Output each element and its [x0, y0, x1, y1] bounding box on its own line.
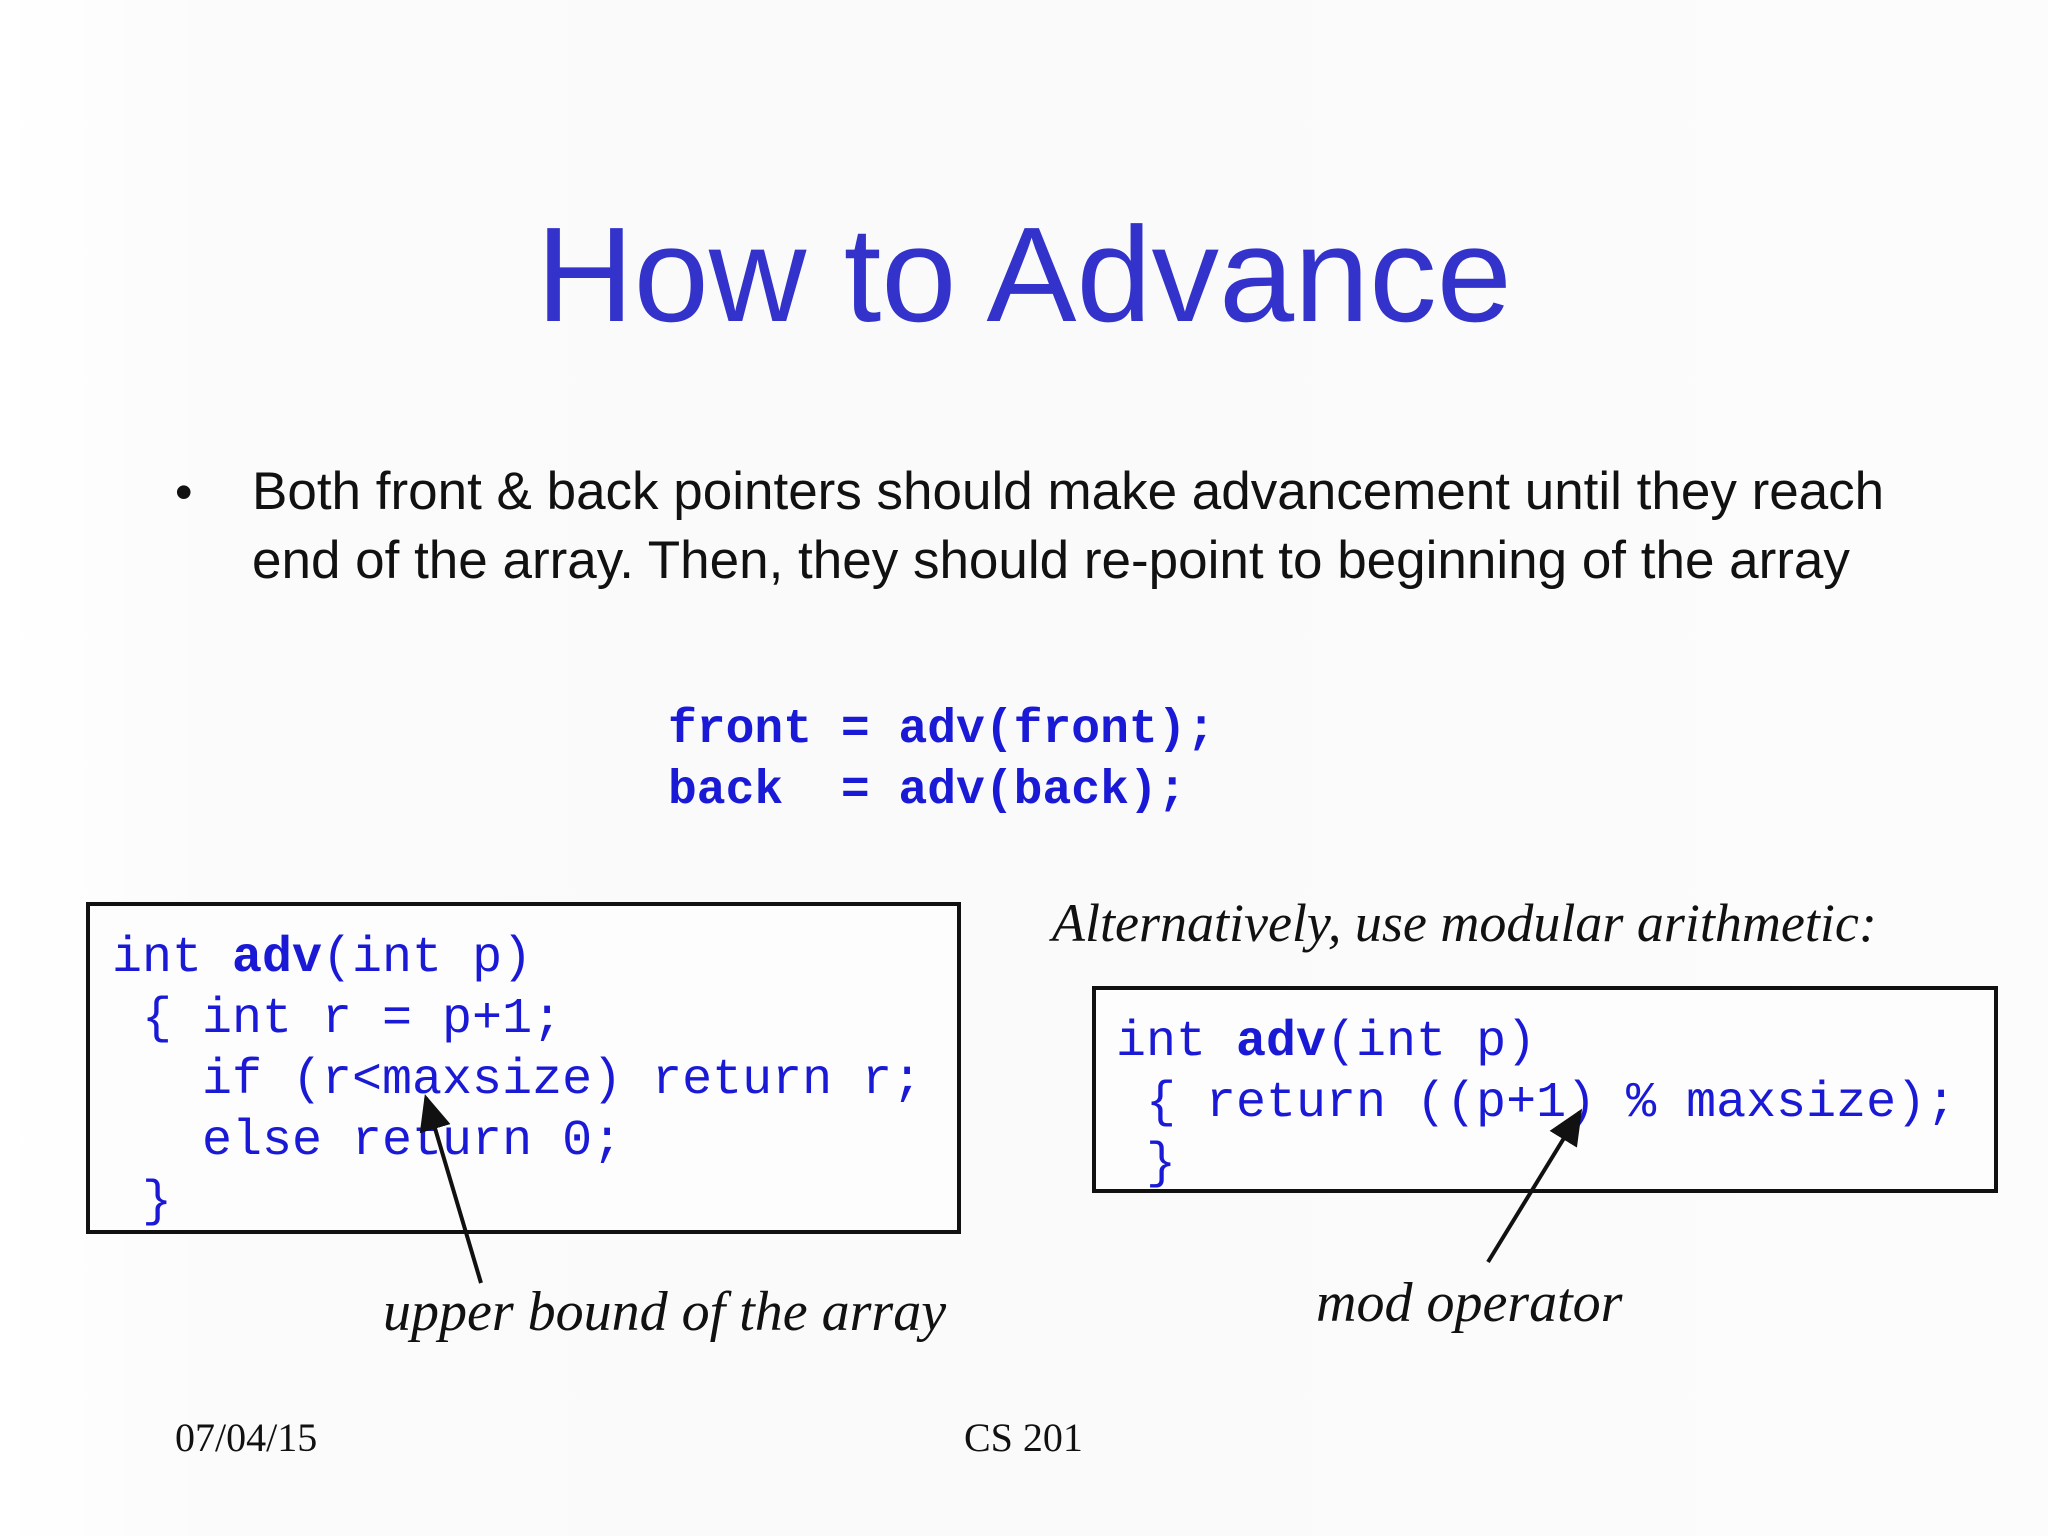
- call-code-line-front: front = adv(front);: [668, 703, 1216, 757]
- code-box-adv-if-else: int adv(int p) { int r = p+1; if (r<maxs…: [86, 902, 961, 1234]
- code-line: }: [1116, 1136, 1177, 1193]
- code-function-name: adv: [1236, 1014, 1327, 1071]
- bullet-icon: •: [175, 464, 193, 520]
- code-line: else return 0;: [112, 1113, 623, 1170]
- bullet-text: Both front & back pointers should make a…: [252, 462, 1885, 590]
- footer-course: CS 201: [964, 1415, 1083, 1460]
- code-params: (int p): [1326, 1014, 1537, 1071]
- annotation-mod-operator: mod operator: [1316, 1272, 1623, 1334]
- code-listing-adv-modular: int adv(int p) { return ((p+1) % maxsize…: [1116, 1012, 1956, 1195]
- call-code-block: front = adv(front); back = adv(back);: [668, 700, 1215, 822]
- code-line: }: [112, 1174, 173, 1231]
- code-params: (int p): [322, 930, 533, 987]
- code-keyword-int: int: [1116, 1014, 1237, 1071]
- footer-date: 07/04/15: [175, 1415, 318, 1460]
- code-listing-adv-if-else: int adv(int p) { int r = p+1; if (r<maxs…: [112, 928, 922, 1233]
- code-line: { return ((p+1) % maxsize);: [1116, 1075, 1957, 1132]
- slide-title: How to Advance: [536, 199, 1512, 350]
- code-function-name: adv: [232, 930, 323, 987]
- alternative-label: Alternatively, use modular arithmetic:: [1052, 893, 1877, 953]
- annotation-upper-bound: upper bound of the array: [383, 1281, 947, 1343]
- code-line: { int r = p+1;: [112, 991, 563, 1048]
- code-keyword-int: int: [112, 930, 233, 987]
- code-line: if (r<maxsize) return r;: [112, 1052, 923, 1109]
- code-box-adv-modular: int adv(int p) { return ((p+1) % maxsize…: [1092, 986, 1998, 1193]
- call-code-line-back: back = adv(back);: [668, 764, 1187, 818]
